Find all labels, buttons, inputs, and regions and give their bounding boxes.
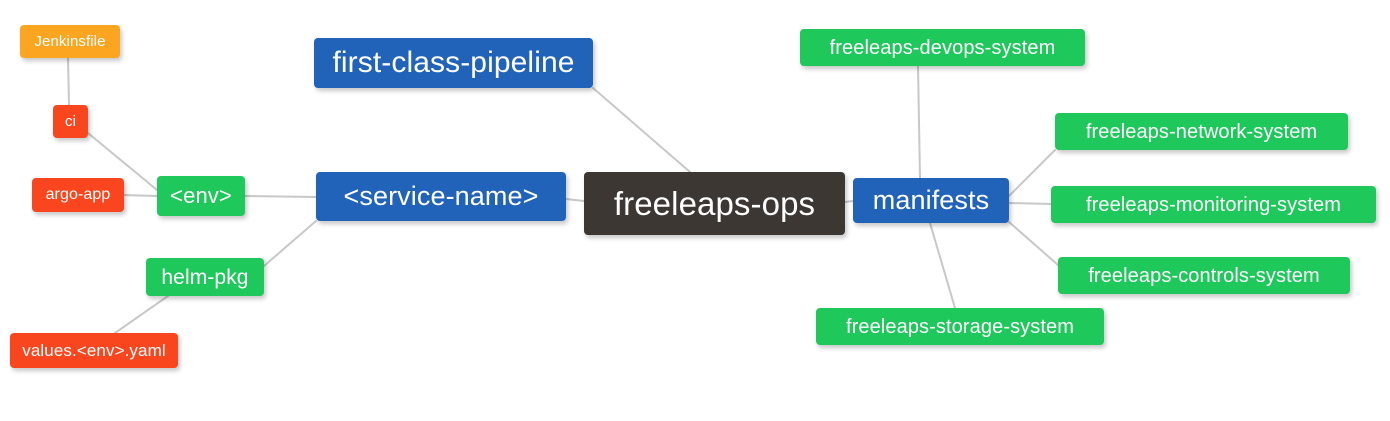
node-label-freeleaps-devops-system: freeleaps-devops-system — [829, 36, 1056, 59]
edge-ci-jenkinsfile — [67, 57, 70, 106]
edge-helm-values — [114, 295, 169, 334]
edge-root-service — [565, 198, 585, 202]
edge-manifests-monitoring — [1008, 202, 1052, 205]
node-label-values-yaml: values.<env>.yaml — [22, 341, 166, 360]
node-label-jenkinsfile: Jenkinsfile — [34, 33, 106, 50]
node-label-freeleaps-monitoring-system: freeleaps-monitoring-system — [1085, 193, 1341, 216]
node-label-first-class-pipeline: first-class-pipeline — [332, 46, 575, 79]
node-env[interactable]: <env> — [157, 176, 245, 216]
node-label-freeleaps-ops: freeleaps-ops — [613, 185, 816, 222]
node-freeleaps-ops[interactable]: freeleaps-ops — [584, 172, 845, 235]
node-service-name[interactable]: <service-name> — [316, 172, 566, 221]
edge-service-env — [244, 195, 317, 198]
node-label-freeleaps-storage-system: freeleaps-storage-system — [845, 315, 1075, 338]
node-label-service-name: <service-name> — [343, 181, 539, 211]
edge-manifests-storage — [929, 222, 956, 309]
node-values-yaml[interactable]: values.<env>.yaml — [10, 333, 178, 368]
edge-root-manifests — [844, 200, 854, 203]
node-argo-app[interactable]: argo-app — [32, 178, 124, 212]
node-label-env: <env> — [170, 183, 232, 208]
node-freeleaps-monitoring-system[interactable]: freeleaps-monitoring-system — [1051, 186, 1376, 223]
node-label-freeleaps-controls-system: freeleaps-controls-system — [1088, 264, 1320, 287]
node-freeleaps-devops-system[interactable]: freeleaps-devops-system — [800, 29, 1085, 66]
node-label-freeleaps-network-system: freeleaps-network-system — [1085, 120, 1318, 143]
node-label-helm-pkg: helm-pkg — [161, 265, 249, 289]
edge-manifests-network — [1008, 149, 1056, 197]
node-freeleaps-network-system[interactable]: freeleaps-network-system — [1055, 113, 1348, 150]
node-label-ci: ci — [64, 113, 77, 130]
node-freeleaps-controls-system[interactable]: freeleaps-controls-system — [1058, 257, 1350, 294]
edge-env-argo — [123, 194, 158, 197]
node-freeleaps-storage-system[interactable]: freeleaps-storage-system — [816, 308, 1104, 345]
edge-manifests-devops — [917, 65, 921, 179]
node-ci[interactable]: ci — [53, 105, 88, 138]
node-helm-pkg[interactable]: helm-pkg — [146, 258, 264, 296]
node-manifests[interactable]: manifests — [853, 178, 1009, 223]
edge-manifests-controls — [1008, 221, 1059, 266]
edge-service-helm — [263, 220, 317, 267]
edge-root-pipeline — [592, 87, 691, 173]
node-label-argo-app: argo-app — [45, 186, 111, 203]
node-first-class-pipeline[interactable]: first-class-pipeline — [314, 38, 593, 88]
node-jenkinsfile[interactable]: Jenkinsfile — [20, 25, 120, 58]
node-label-manifests: manifests — [872, 185, 990, 215]
